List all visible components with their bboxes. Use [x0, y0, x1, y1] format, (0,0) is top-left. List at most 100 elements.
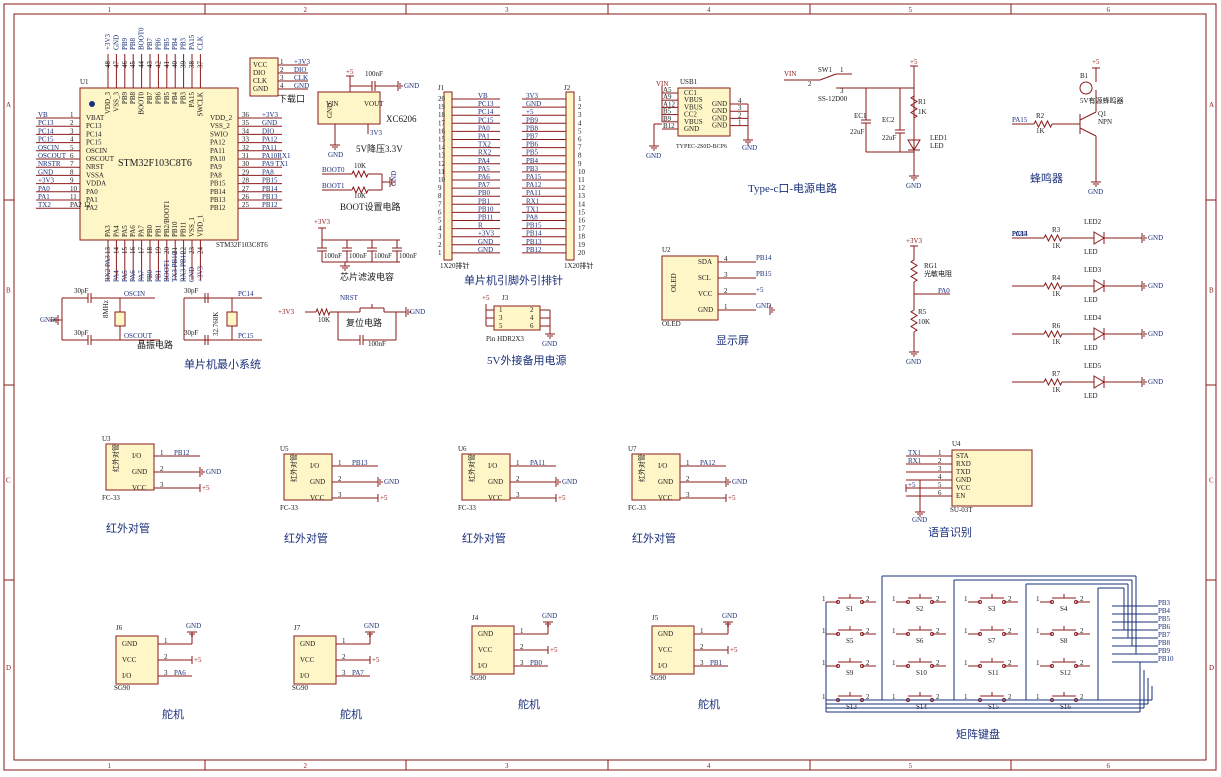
pin-name: I/O	[478, 662, 487, 670]
pin-number: 12	[438, 160, 446, 168]
resistor-value: 1K	[1052, 338, 1061, 346]
pin-number: 11	[70, 193, 77, 201]
servo-part: SG90	[114, 684, 130, 692]
net-label: CLK	[196, 36, 204, 50]
pin-number: 9	[578, 160, 582, 168]
pin-number: 20	[438, 95, 446, 103]
net-label: PC13	[38, 119, 54, 127]
net-label: PA5	[478, 165, 490, 173]
pin-name: GND	[712, 114, 727, 122]
pin-number: 2	[866, 627, 870, 635]
grid-col-label: 2	[304, 6, 308, 14]
net-label: GND	[478, 246, 493, 254]
switch-contact	[860, 632, 864, 636]
resistor-ref: R7	[1052, 370, 1061, 378]
grid-col-label: 6	[1107, 762, 1111, 770]
servo-ref: J7	[294, 624, 301, 632]
pin-name: VCC	[488, 494, 503, 502]
pin-number: 3	[700, 659, 704, 667]
net-label: PB12	[262, 201, 278, 209]
pin-name: VIN	[326, 100, 338, 108]
pin-number: 17	[438, 119, 446, 127]
cap-value: 100nF	[324, 252, 342, 260]
resistor-value: 1K	[1052, 242, 1061, 250]
j1-body	[443, 91, 453, 261]
pin-name: PA2	[86, 204, 98, 212]
net-label: PA4	[112, 270, 120, 282]
pin-number: 1	[1036, 659, 1040, 667]
pin-number: 18	[146, 247, 154, 255]
net-label: PB3	[526, 165, 539, 173]
net-label: +3V3	[478, 230, 495, 238]
crystal-value: 8MHz	[102, 300, 110, 318]
pin-number: 2	[520, 643, 524, 651]
pin-number: 24	[196, 247, 204, 255]
net-label: PA6	[129, 270, 137, 282]
net-label: PB15	[526, 222, 542, 230]
net-p5: +5	[202, 484, 210, 492]
switch-ref: S7	[988, 637, 996, 645]
pin-number: 15	[121, 247, 129, 255]
pin-name: SWIO	[210, 130, 228, 138]
pin-name: PB1	[154, 224, 162, 237]
pin-name: I/O	[310, 462, 319, 470]
net-label: OSCIN	[38, 144, 59, 152]
pin-name: GND	[253, 85, 268, 93]
pin-number: 1	[516, 459, 520, 467]
buzzer-desc: 5V有源蜂鸣器	[1080, 96, 1124, 105]
pin-number: 16	[438, 127, 446, 135]
switch-ref: S8	[1060, 637, 1068, 645]
section-title-ir: 红外对管	[284, 531, 328, 545]
pin-number: 43	[146, 61, 154, 69]
pin-number: 1	[964, 595, 968, 603]
pin-number: 3	[520, 659, 524, 667]
ir-part: FC-33	[280, 504, 298, 512]
pin-number: 15	[438, 136, 446, 144]
pin-name: VDD_1	[196, 214, 204, 237]
pin-number: 1	[964, 659, 968, 667]
pin-number: 2	[342, 653, 346, 661]
net-label: RX3 PB11	[180, 251, 188, 282]
resistor	[351, 185, 369, 195]
net-label: PB8	[1158, 639, 1171, 647]
pin-name: PB5	[163, 92, 171, 105]
net-label: +3V3	[104, 33, 112, 50]
gnd-label: GND	[186, 622, 201, 630]
pin-number: 25	[242, 201, 250, 209]
net-label: PA5	[121, 270, 129, 282]
net-p5: +5	[1092, 58, 1100, 66]
net-label: TX1	[908, 449, 921, 457]
j3-body	[493, 305, 541, 331]
net-pc15: PC15	[238, 332, 254, 340]
ir-ref: U5	[280, 445, 289, 453]
grid-row-label: D	[6, 664, 11, 672]
net-label: PC13	[478, 100, 494, 108]
net-label: BOOT0	[138, 27, 146, 50]
pin-name: GND	[712, 122, 727, 130]
grid-row-label: B	[6, 287, 11, 295]
switch-contact	[836, 632, 840, 636]
net-label: PB0	[478, 189, 491, 197]
outer-border	[3, 3, 1217, 771]
net-label: PA15	[188, 34, 196, 50]
usb-body	[677, 87, 731, 137]
net-label: +5	[346, 68, 354, 76]
net-label: PB5	[526, 149, 539, 157]
servo-body	[115, 635, 159, 685]
pin-number: 9	[70, 177, 74, 185]
pin-number: 13	[104, 247, 112, 255]
j2-body	[565, 91, 575, 261]
resistor	[1043, 329, 1063, 339]
pin-name: VSS_1	[188, 217, 196, 237]
pin-number: 18	[438, 111, 446, 119]
section-title-oled: 显示屏	[716, 334, 749, 347]
led-triangle	[1093, 375, 1105, 389]
section-title-ir: 红外对管	[106, 521, 150, 535]
net-label: GND	[38, 168, 53, 176]
pin-name: PA6	[129, 225, 137, 237]
